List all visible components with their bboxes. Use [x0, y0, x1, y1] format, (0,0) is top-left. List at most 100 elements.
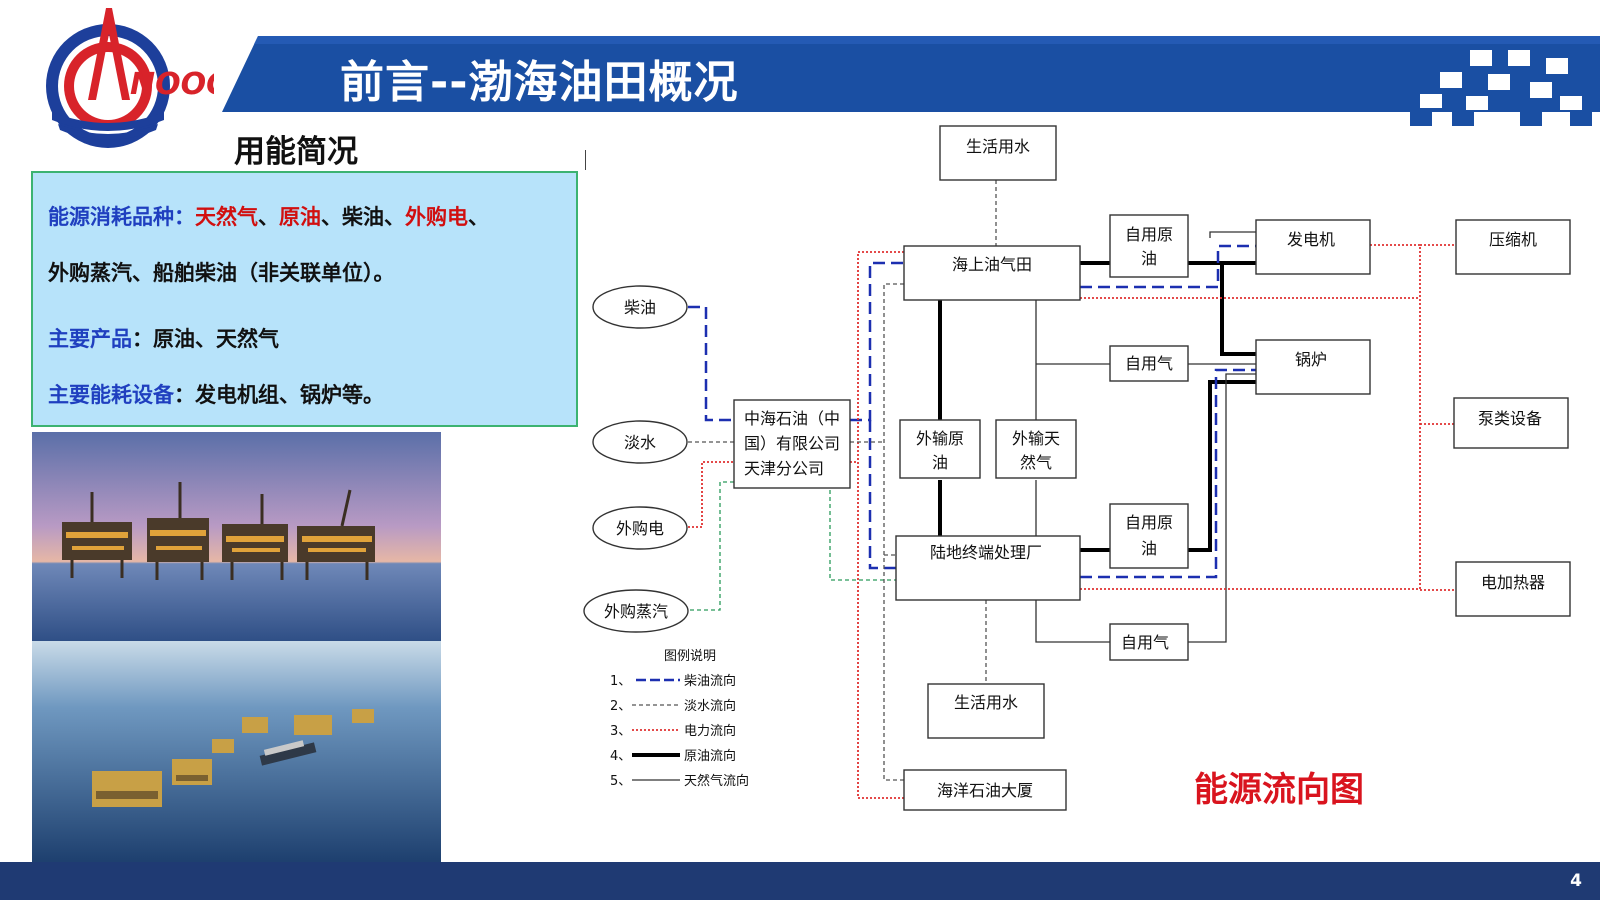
own-gas-top-node [1109, 345, 1189, 382]
offshore-platform-photo [32, 432, 441, 641]
consumption-sep-1: 、 [258, 205, 279, 229]
input-steam-label: 外购蒸汽 [604, 602, 668, 621]
text-cursor-mark [585, 150, 586, 170]
export-oil-label-1: 外输原 [916, 429, 964, 448]
flow-power-input [688, 461, 734, 528]
flow-oil-own-boiler [1220, 263, 1256, 356]
heater-label: 电加热器 [1481, 573, 1545, 592]
input-power-label: 外购电 [616, 519, 664, 538]
flow-gas-bottom-boiler [1188, 373, 1256, 643]
energy-flow-diagram: 柴油 淡水 外购电 外购蒸汽 中海石油（中 国）有限公司 天津分公司 生活用水 … [583, 125, 1571, 811]
diagram-title: 能源流向图 [1194, 770, 1364, 810]
legend-no-2: 2、 [610, 699, 631, 714]
header-band [222, 36, 1600, 126]
own-oil-top-node [1109, 214, 1189, 278]
pump-node [1453, 397, 1569, 449]
logo-text: NOOC [130, 67, 214, 102]
legend-label-2: 淡水流向 [684, 698, 736, 714]
legend-no-4: 4、 [610, 749, 631, 764]
legend-label-4: 原油流向 [684, 748, 736, 764]
info-consumption-line-2: 外购蒸汽、船舶柴油（非关联单位）。 [48, 261, 395, 285]
export-gas-node [995, 419, 1077, 479]
compressor-node [1455, 219, 1571, 275]
company-label-3: 天津分公司 [744, 459, 824, 478]
legend-no-5: 5、 [610, 774, 631, 789]
own-gas-top-label: 自用气 [1125, 354, 1173, 373]
equipment-key: 主要能耗设备 [48, 383, 174, 407]
legend-no-1: 1、 [610, 674, 631, 689]
input-diesel-node [592, 285, 688, 329]
compressor-label: 压缩机 [1489, 230, 1537, 249]
cnooc-logo: NOOC [46, 8, 214, 148]
info-products-line: 主要产品：原油、天然气 [48, 323, 279, 353]
company-label-2: 国）有限公司 [744, 434, 840, 453]
input-freshwater-label: 淡水 [624, 433, 656, 452]
heater-node [1455, 561, 1571, 617]
legend-label-1: 柴油流向 [684, 673, 736, 689]
info-consumption-line: 能源消耗品种：天然气、原油、柴油、外购电、 [48, 201, 489, 231]
office-building-label: 海洋石油大厦 [937, 781, 1033, 800]
flow-diesel-field-gen [1080, 244, 1256, 289]
section-title: 用能简况 [234, 134, 358, 170]
flow-steam-input [690, 481, 734, 611]
oilfield-aerial-photo [32, 641, 441, 863]
export-gas-label-2: 然气 [1020, 453, 1052, 472]
legend-label-5: 天然气流向 [684, 773, 749, 789]
offshore-field-label: 海上油气田 [952, 255, 1032, 274]
own-oil-bottom-node [1109, 503, 1189, 569]
own-oil-top-label-1: 自用原 [1125, 225, 1173, 244]
flow-diesel-to-terminal [868, 420, 896, 570]
consumption-oil: 原油 [279, 205, 321, 229]
company-label-1: 中海石油（中 [744, 409, 840, 428]
own-gas-bottom-label: 自用气 [1121, 633, 1169, 652]
input-power-node [592, 506, 688, 550]
info-equipment-line: 主要能耗设备：发电机组、锅炉等。 [48, 379, 384, 409]
domestic-water-bottom-label: 生活用水 [954, 693, 1018, 712]
legend-title: 图例说明 [664, 649, 716, 664]
export-gas-label-1: 外输天 [1012, 429, 1060, 448]
consumption-diesel: 、柴油、 [321, 205, 405, 229]
products-key: 主要产品 [48, 327, 132, 351]
domestic-water-top-node [939, 125, 1057, 181]
own-oil-bottom-label-2: 油 [1141, 539, 1157, 558]
consumption-key: 能源消耗品种： [48, 205, 195, 229]
flow-gas-bottom [1035, 600, 1110, 643]
export-oil-node [899, 419, 981, 479]
own-oil-top-label-2: 油 [1141, 249, 1157, 268]
footer-bar: 4 [0, 862, 1600, 900]
consumption-gas: 天然气 [195, 205, 258, 229]
energy-info-box: 能源消耗品种：天然气、原油、柴油、外购电、 外购蒸汽、船舶柴油（非关联单位）。 … [31, 171, 578, 427]
consumption-power: 外购电 [405, 205, 468, 229]
consumption-sep-2: 、 [468, 205, 489, 229]
export-oil-label-2: 油 [932, 453, 948, 472]
slide-title: 前言--渤海油田概况 [340, 57, 739, 108]
flow-steam-terminal [829, 490, 896, 581]
onshore-terminal-node [895, 535, 1081, 601]
flow-diesel-terminal-gen [1080, 368, 1256, 579]
legend-no-3: 3、 [610, 724, 631, 739]
pump-label: 泵类设备 [1478, 409, 1542, 428]
onshore-terminal-label: 陆地终端处理厂 [930, 543, 1042, 562]
input-steam-node [583, 589, 689, 633]
office-building-node [903, 769, 1067, 811]
page-number: 4 [1570, 871, 1582, 891]
flow-water-outer [883, 283, 904, 781]
own-gas-bottom-node [1109, 623, 1189, 661]
offshore-field-node [903, 245, 1081, 301]
boiler-node [1255, 339, 1371, 395]
legend: 图例说明 1、 柴油流向 2、 淡水流向 3、 电力流向 4、 原油流向 5、 … [610, 649, 749, 789]
flow-diesel-input [688, 305, 734, 422]
input-freshwater-node [592, 420, 688, 464]
domestic-water-bottom-node [927, 683, 1045, 739]
own-oil-bottom-label-1: 自用原 [1125, 513, 1173, 532]
equipment-value: ：发电机组、锅炉等。 [174, 383, 384, 407]
flow-oil-terminal-boiler [1188, 380, 1256, 552]
flow-power-gen-compressor [1370, 244, 1421, 590]
flow-diesel-to-field [850, 261, 904, 422]
products-value: ：原油、天然气 [132, 327, 279, 351]
company-node [733, 399, 851, 489]
input-diesel-label: 柴油 [624, 298, 656, 317]
boiler-label: 锅炉 [1295, 350, 1327, 369]
domestic-water-top-label: 生活用水 [966, 137, 1030, 156]
generator-node [1255, 219, 1371, 275]
